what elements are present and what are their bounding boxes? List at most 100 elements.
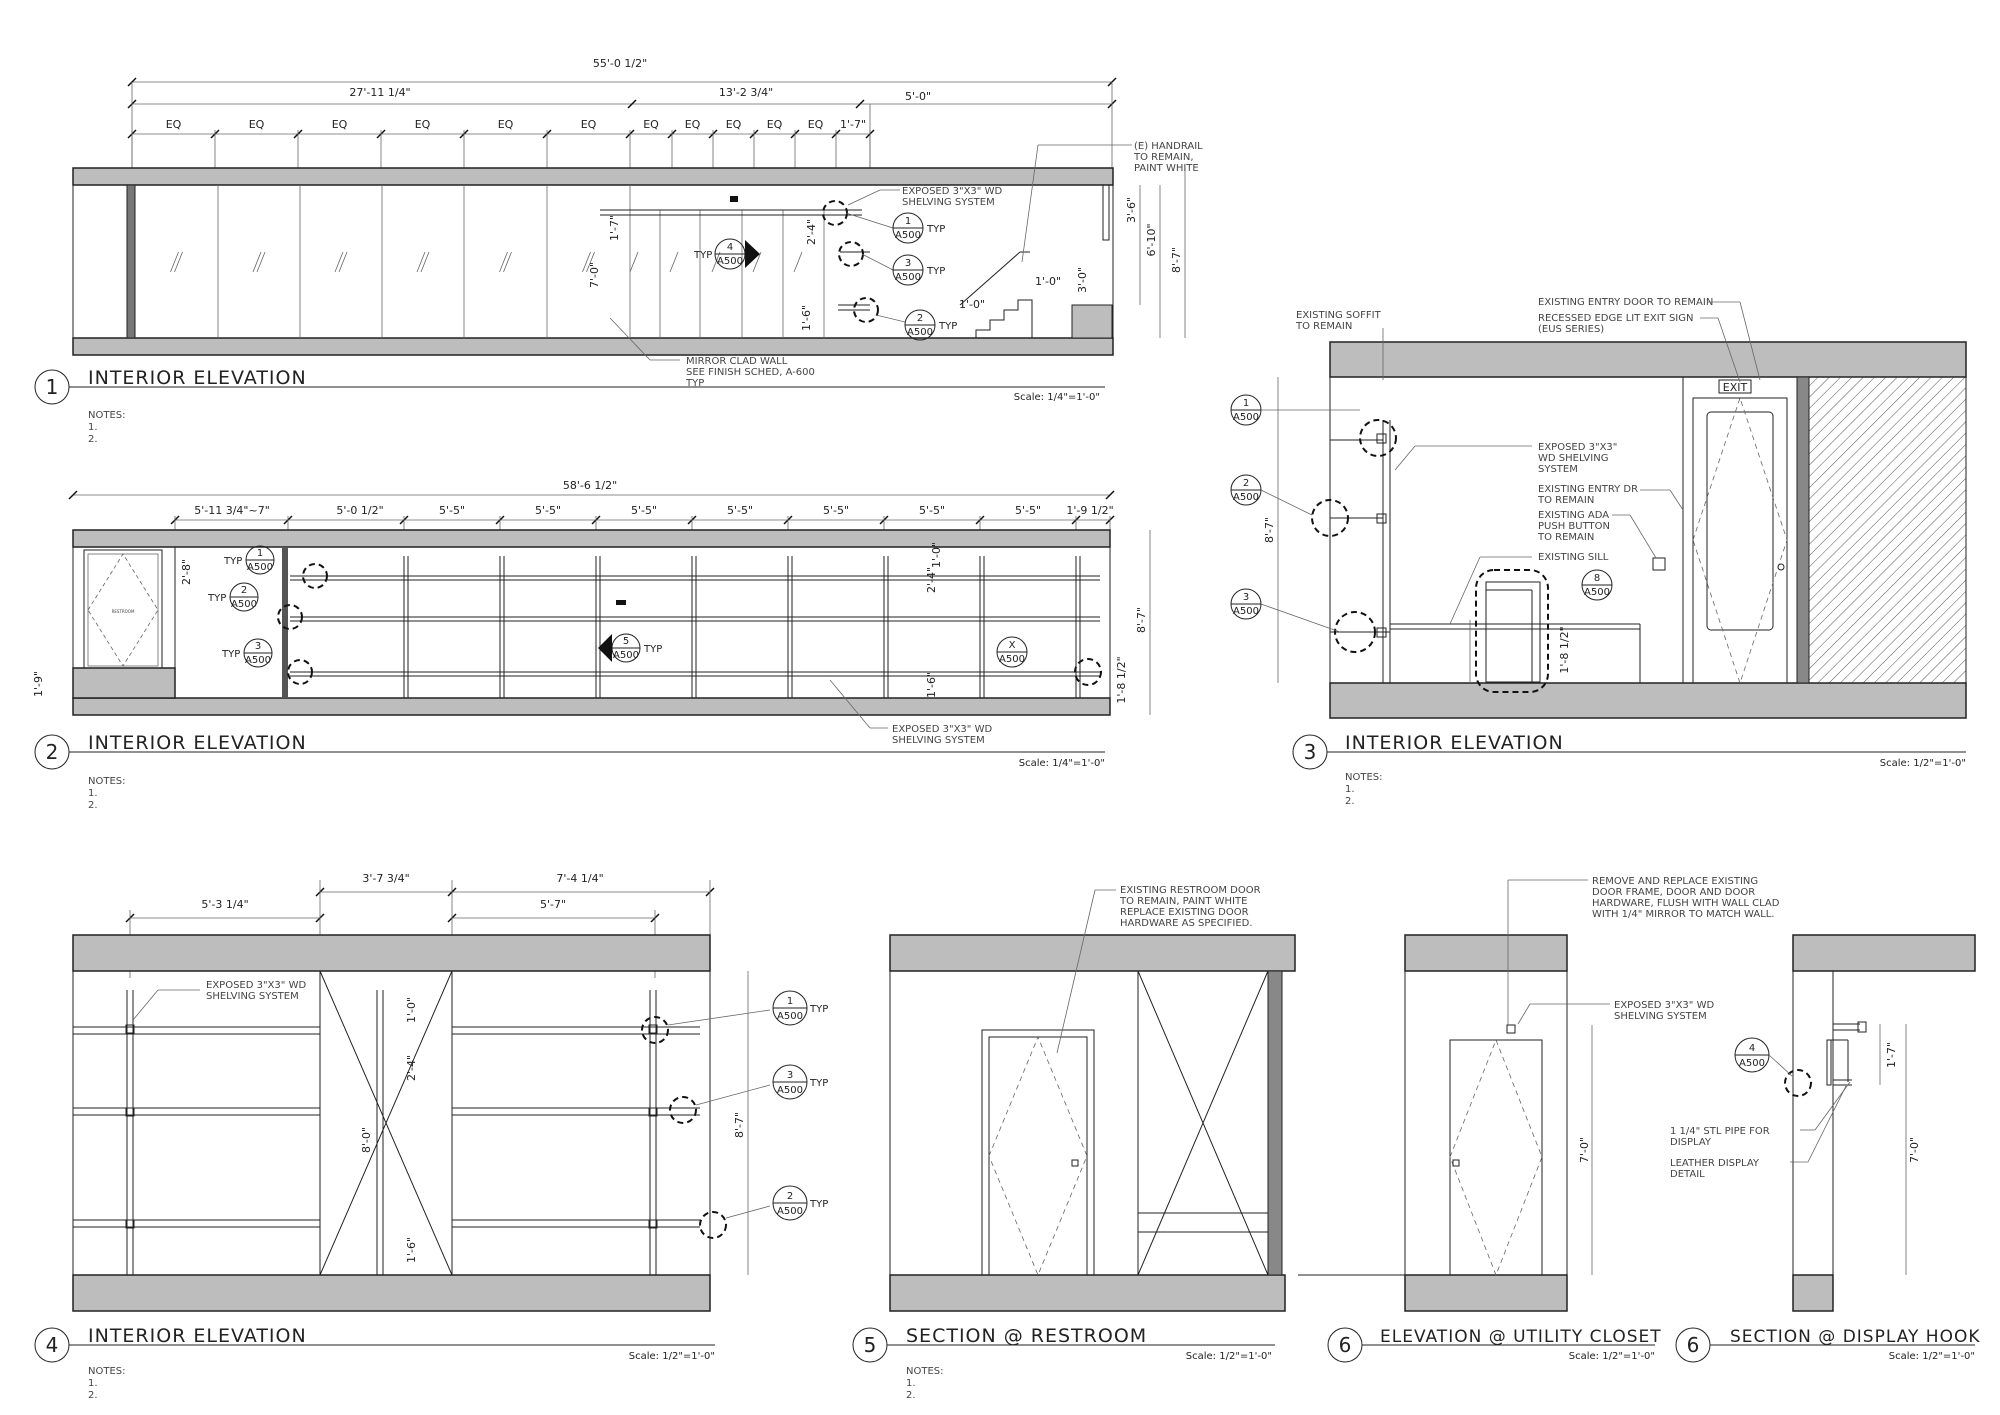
e1-bubble-2-num: 2 (917, 313, 923, 324)
e1-dim-eq: EQ (726, 118, 742, 131)
e2-bubble-3-num: 3 (255, 641, 261, 652)
e1-bubble-2-tag: TYP (938, 321, 957, 332)
e7-dim-hook: 1'-7" (1885, 1042, 1898, 1068)
e2-bubble-1-tag: TYP (223, 556, 242, 567)
e7-drawing-number: 6 (1687, 1333, 1700, 1357)
e7-bubble-4: 4 A500 (1734, 1037, 1793, 1077)
e5-note-4: HARDWARE AS SPECIFIED. (1120, 918, 1253, 929)
e1-glass-hatch (582, 251, 591, 273)
section-5-restroom: EXISTING RESTROOM DOOR TO REMAIN, PAINT … (852, 885, 1296, 1401)
e2-scale: Scale: 1/4"=1'-0" (1019, 758, 1105, 769)
e2-bubble-x-num: X (1009, 640, 1016, 651)
e1-bubble-3-tag: TYP (926, 266, 945, 277)
e2-section-marker-5: 5 A500 TYP (598, 600, 662, 663)
e1-mirror-panels (170, 185, 825, 338)
e4-bubble-2-num: 2 (787, 1191, 793, 1202)
e1-floor-slab (72, 337, 1114, 356)
e1-dim-side-3: 3'-0" (1076, 267, 1089, 293)
e2-ceiling-slab (72, 529, 1111, 548)
e4-bubble-3: 3 A500 TYP (772, 1064, 828, 1100)
e7-ceiling-slab (1792, 934, 1976, 972)
e1-side-dimensions: 3'-6" 6'-10" 8'-7" 3'-0" 1'-0" 1'-0" 1'-… (588, 168, 1186, 338)
e2-dim-2: 5'-5" (439, 504, 465, 517)
e1-note-handrail-1: (E) HANDRAIL (1134, 141, 1203, 152)
e2-floor-slab (72, 697, 1111, 716)
e4-notes-2: 2. (88, 1390, 98, 1401)
e4-bubble-3-num: 3 (787, 1070, 793, 1081)
e1-glass-hatch (586, 251, 595, 273)
e2-bubble-3-sheet: A500 (245, 655, 271, 666)
e1-bubble-1-num: 1 (905, 216, 911, 227)
e2-dim-side-6: 1'-0" (930, 542, 943, 568)
e1-title: INTERIOR ELEVATION (88, 367, 307, 389)
e1-glass-hatch (252, 251, 262, 273)
e2-notes-label: NOTES: (88, 776, 126, 787)
e4-bubble-2-sheet: A500 (777, 1206, 803, 1217)
e4-dim-2: 5'-3 1/4" (201, 898, 248, 911)
e3-note-exit-1: RECESSED EDGE LIT EXIT SIGN (1538, 313, 1693, 324)
e4-title: INTERIOR ELEVATION (88, 1325, 307, 1347)
e1-glass-hatch (711, 251, 721, 273)
e3-dimensions: 8'-7" 1'-8 1/2" (1263, 377, 1571, 683)
e7-title-block: 6 SECTION @ DISPLAY HOOK Scale: 1/2"=1'-… (1675, 1327, 1980, 1363)
e1-stair (959, 184, 1113, 339)
elevation-1: 55'-0 1/2" 27'-11 1/4" 13'-2 3/4" 5'-0" … (34, 57, 1203, 445)
e1-bubble-2-sheet: A500 (907, 327, 933, 338)
e1-glass-hatch (629, 251, 639, 273)
e6-note-replace-4: WITH 1/4" MIRROR TO MATCH WALL. (1592, 909, 1775, 920)
e2-bubble-x-sheet: A500 (999, 654, 1025, 665)
e1-dim-side-9: 1'-6" (800, 305, 813, 331)
e3-bubble-8-num: 8 (1594, 573, 1600, 584)
elevation-2: 58'-6 1/2" 5'-11 3/4"~7" 5'-0 1/2" 5'-5"… (32, 479, 1151, 811)
e1-dim-eq: EQ (808, 118, 824, 131)
e1-note-mirror-3: TYP (685, 378, 704, 389)
e1-display-hook (730, 196, 738, 202)
e6-note-replace-1: REMOVE AND REPLACE EXISTING (1592, 876, 1758, 887)
e2-restroom-door: RESTROOM (83, 549, 163, 669)
e1-bubble-1: 1 A500 TYP (892, 212, 945, 244)
e1-dim-a: 27'-11 1/4" (349, 86, 410, 99)
e3-note-shelving-3: SYSTEM (1538, 464, 1578, 475)
e1-glass-hatch (334, 251, 344, 273)
e2-notes-2: 2. (88, 800, 98, 811)
e4-drawing-number: 4 (46, 1333, 59, 1357)
e6-floor-slab (1404, 1274, 1568, 1312)
e1-glass-hatch (174, 251, 183, 273)
e3-notes-label: NOTES: (1345, 772, 1383, 783)
e1-dim-eq: EQ (166, 118, 182, 131)
e1-marker-tag: TYP (693, 250, 712, 261)
e3-ceiling-slab (1329, 341, 1967, 378)
e3-bubble-8: 8 A500 (1581, 569, 1613, 601)
e2-dim-0: 5'-11 3/4"~7" (194, 504, 270, 517)
e4-shelving (73, 970, 700, 1276)
e3-dim-sill: 1'-8 1/2" (1558, 626, 1571, 673)
e2-notes-1: 1. (88, 788, 98, 799)
e5-title: SECTION @ RESTROOM (906, 1325, 1147, 1347)
e5-ceiling-slab (889, 934, 1296, 972)
e4-dim-side-2: 8'-0" (360, 1127, 373, 1153)
e6-title: ELEVATION @ UTILITY CLOSET (1380, 1327, 1662, 1347)
e4-note-shelving-1: EXPOSED 3"X3" WD (206, 980, 306, 991)
e3-notes-2: 2. (1345, 796, 1355, 807)
e2-title: INTERIOR ELEVATION (88, 732, 307, 754)
e6-note-shelving-1: EXPOSED 3"X3" WD (1614, 1000, 1714, 1011)
e3-hatched-wall (1799, 376, 1967, 684)
e1-notes-label: NOTES: (88, 410, 126, 421)
e3-entry-door: EXIT (1682, 376, 1798, 685)
e1-dimensions: 55'-0 1/2" 27'-11 1/4" 13'-2 3/4" 5'-0" … (127, 57, 1117, 170)
e2-marker-num: 5 (623, 636, 629, 647)
elevation-4: 3'-7 3/4" 7'-4 1/4" 5'-3 1/4" 5'-7" (34, 872, 828, 1401)
e1-bubble-3-sheet: A500 (895, 272, 921, 283)
e3-notes: EXISTING SOFFIT TO REMAIN EXISTING ENTRY… (1295, 297, 1761, 625)
e3-exit-text: EXIT (1723, 381, 1748, 394)
e2-note-shelving-1: EXPOSED 3"X3" WD (892, 724, 992, 735)
e2-dim-side-0: 2'-8" (180, 559, 193, 585)
e2-dim-8: 5'-5" (1015, 504, 1041, 517)
e7-dimensions: 1'-7" 7'-0" (1879, 1024, 1921, 1275)
e4-bubble-2-tag: TYP (809, 1199, 828, 1210)
e1-dim-side-5: 1'-0" (959, 298, 985, 311)
e3-note-exit-2: (EUS SERIES) (1538, 324, 1604, 335)
e5-notes-2: 2. (906, 1390, 916, 1401)
e4-title-block: 4 INTERIOR ELEVATION Scale: 1/2"=1'-0" N… (34, 1325, 715, 1401)
e5-notes-1: 1. (906, 1378, 916, 1389)
